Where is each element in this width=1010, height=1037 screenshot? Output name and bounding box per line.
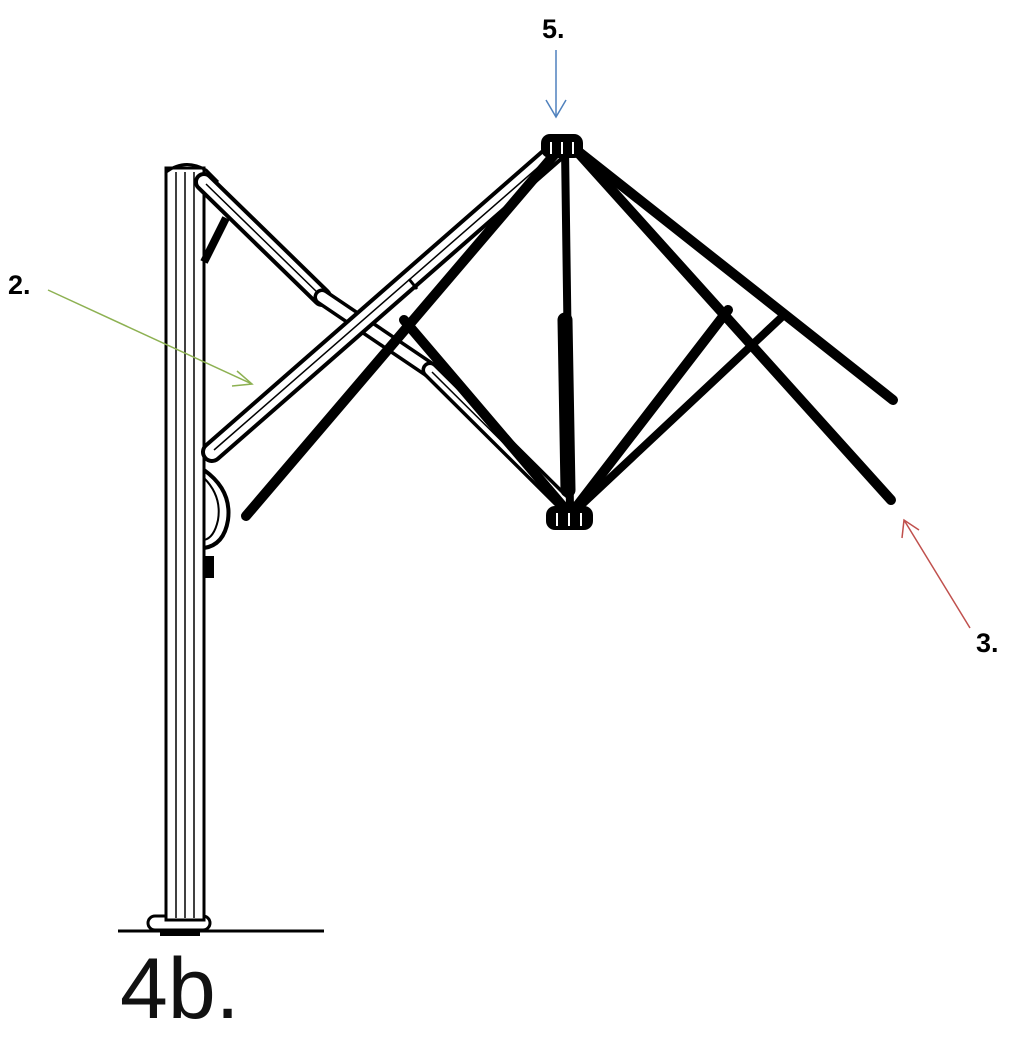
upper-boom-arm (194, 172, 575, 514)
callout-arrow-2 (47, 289, 254, 387)
canopy-frame (241, 143, 898, 521)
callout-arrow-5 (545, 50, 567, 119)
bottom-hub (546, 506, 593, 530)
top-hub (541, 134, 583, 158)
lower-boom-arm (201, 137, 571, 578)
step-label: 4b. (120, 941, 240, 1037)
callout-label-2: 2. (8, 270, 31, 300)
umbrella-mast (164, 163, 220, 922)
callout-label-3: 3. (976, 628, 999, 658)
callout-arrow-3 (901, 518, 971, 629)
callout-label-5: 5. (542, 14, 565, 44)
umbrella-base (118, 914, 324, 936)
